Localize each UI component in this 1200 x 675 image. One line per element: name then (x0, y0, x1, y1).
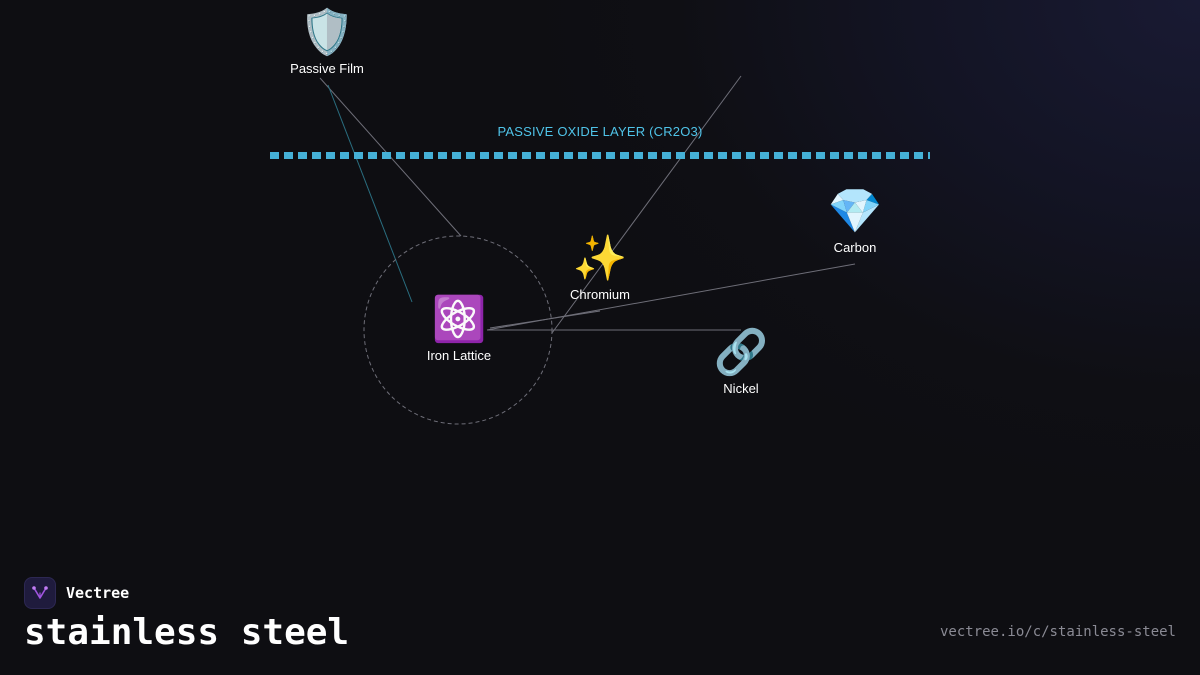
vectree-logo-icon (24, 577, 56, 609)
node-chromium[interactable]: ✨ Chromium (570, 234, 630, 303)
sparkles-icon: ✨ (572, 234, 628, 283)
page-url[interactable]: vectree.io/c/stainless-steel (939, 624, 1176, 640)
node-passive-film[interactable]: 🛡️ Passive Film (290, 8, 364, 77)
link-icon: 🔗 (713, 328, 769, 377)
connector-film-lattice (327, 84, 413, 303)
brand[interactable]: Vectree (24, 577, 129, 609)
node-label: Chromium (570, 287, 630, 302)
node-label: Carbon (833, 240, 877, 255)
connector-layer-chromium (551, 75, 742, 334)
node-label: Passive Film (290, 61, 364, 76)
brand-name: Vectree (66, 584, 130, 602)
node-iron-lattice[interactable]: ⚛️ Iron Lattice (427, 295, 491, 364)
shield-icon: 🛡️ (299, 8, 355, 57)
node-carbon[interactable]: 💎 Carbon (828, 187, 883, 256)
lattice-ring (363, 235, 553, 425)
node-nickel[interactable]: 🔗 Nickel (714, 328, 769, 397)
layer-label: PASSIVE OXIDE LAYER (CR2O3) (497, 124, 703, 139)
gem-icon: 💎 (827, 187, 883, 236)
node-label: Nickel (723, 381, 759, 396)
connector-lattice-chromium (489, 310, 601, 329)
atom-icon: ⚛️ (431, 295, 487, 344)
node-label: Iron Lattice (426, 348, 492, 363)
page-title: stainless steel (24, 612, 350, 653)
